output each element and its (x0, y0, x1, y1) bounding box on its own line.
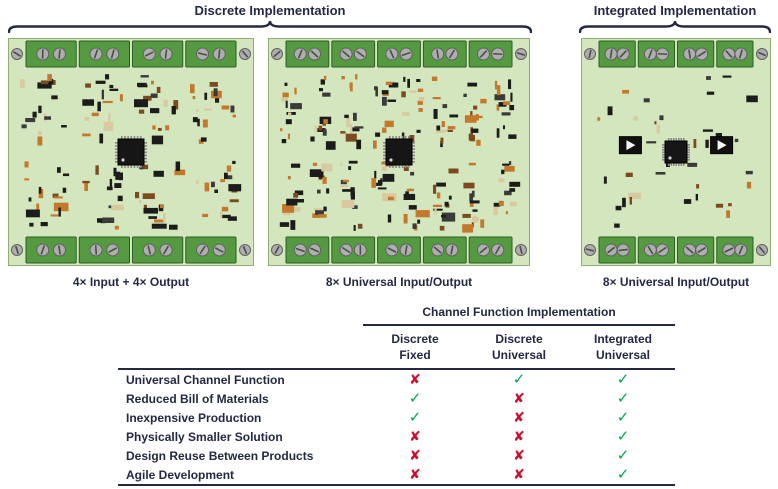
cross-mark: ✘ (513, 447, 525, 464)
cross-mark: ✘ (409, 466, 421, 483)
check-mark: ✓ (408, 390, 422, 408)
cross-mark: ✘ (513, 390, 525, 407)
column-header-discrete-universal: Discrete Universal (491, 332, 547, 362)
table-row: Design Reuse Between Products ✘ ✘ ✓ (118, 446, 675, 465)
pcb-integrated-universal-image (581, 38, 771, 266)
row-label: Universal Channel Function (126, 372, 285, 387)
table-body: Universal Channel Function✘✓✓Reduced Bil… (118, 370, 675, 487)
row-label: Inexpensive Production (126, 410, 262, 425)
pcb-caption: 4× Input + 4× Output (72, 275, 190, 289)
cross-mark: ✘ (409, 371, 421, 388)
check-mark: ✓ (616, 428, 630, 446)
cross-mark: ✘ (409, 428, 421, 445)
check-mark: ✓ (512, 371, 526, 389)
comparison-table: Channel Function Implementation Discrete… (118, 305, 675, 487)
table-row: Universal Channel Function ✘ ✓ ✓ (118, 370, 675, 389)
cross-mark: ✘ (409, 447, 421, 464)
pcb-discrete-fixed: 4× Input + 4× Output (8, 38, 254, 289)
table-row: Reduced Bill of Materials ✓ ✘ ✓ (118, 389, 675, 408)
row-label: Reduced Bill of Materials (126, 391, 269, 406)
check-mark: ✓ (616, 466, 630, 484)
column-header-integrated-universal: Integrated Universal (593, 332, 652, 362)
row-label: Agile Development (126, 467, 235, 482)
row-label-spacer (118, 332, 363, 363)
pcb-discrete-fixed-image (8, 38, 254, 266)
cross-mark: ✘ (513, 409, 525, 426)
table-row: Agile Development ✘ ✘ ✓ (118, 465, 675, 484)
pcb-caption: 8× Universal Input/Output (602, 275, 750, 289)
check-mark: ✓ (408, 409, 422, 427)
cross-mark: ✘ (513, 466, 525, 483)
column-header-discrete-fixed: Discrete Fixed (391, 332, 439, 362)
check-mark: ✓ (616, 390, 630, 408)
discrete-brace (8, 20, 532, 33)
check-mark: ✓ (616, 371, 630, 389)
table-header-row: Discrete Fixed Discrete Universal Integr… (118, 326, 675, 371)
pcb-caption: 8× Universal Input/Output (325, 275, 473, 289)
table-row: Physically Smaller Solution ✘ ✘ ✓ (118, 427, 675, 446)
integrated-implementation-label: Integrated Implementation (593, 3, 757, 18)
integrated-brace (579, 20, 771, 33)
check-mark: ✓ (616, 447, 630, 465)
check-mark: ✓ (616, 409, 630, 427)
pcb-integrated-universal: 8× Universal Input/Output (581, 38, 771, 289)
pcb-discrete-universal-image (268, 38, 530, 266)
discrete-implementation-label: Discrete Implementation (194, 3, 346, 18)
table-title: Channel Function Implementation (363, 305, 675, 326)
row-label: Physically Smaller Solution (126, 429, 283, 444)
cross-mark: ✘ (513, 428, 525, 445)
table-row: Inexpensive Production ✓ ✘ ✓ (118, 408, 675, 427)
pcb-discrete-universal: 8× Universal Input/Output (268, 38, 530, 289)
row-label: Design Reuse Between Products (126, 448, 314, 463)
